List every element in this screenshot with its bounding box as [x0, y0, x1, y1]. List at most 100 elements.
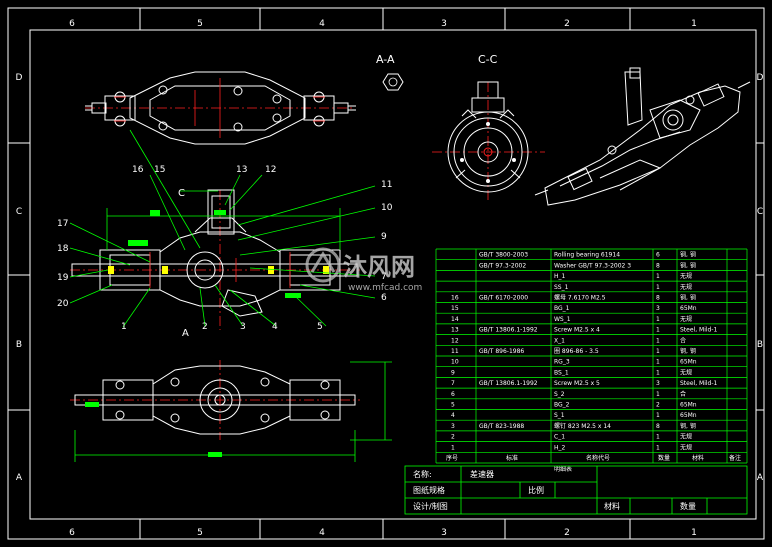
- bom-cell-std: GB/T 896-1986: [479, 348, 524, 355]
- bom-cell-mat: 65Mn: [680, 402, 697, 409]
- zone-labels-side: D C B A D C B A: [16, 73, 764, 483]
- zone-left-d: D: [16, 73, 23, 83]
- bom-cell-mat: 无规: [680, 433, 692, 441]
- bom-cell-qty: 8: [656, 423, 660, 430]
- zone-labels-bottom: 6 5 4 3 2 1: [69, 528, 697, 538]
- section-mark-c: C: [178, 188, 185, 199]
- zone-right-a: A: [757, 473, 764, 483]
- bom-cell-name: Washer GB/T 97.3-2002 3: [554, 262, 631, 269]
- watermark-url: www.mfcad.com: [348, 283, 422, 293]
- title-name-label: 名称:: [413, 469, 432, 479]
- bom-cell-name: X_1: [554, 337, 565, 344]
- leader-lines: [69, 129, 376, 328]
- bom-cell-qty: 3: [656, 380, 660, 387]
- bom-cell-no: 3: [451, 423, 455, 430]
- zone-left-b: B: [16, 340, 22, 350]
- bom-cell-no: 16: [451, 295, 459, 302]
- bom-cell-qty: 3: [656, 305, 660, 312]
- bom-cell-mat: 合: [680, 336, 686, 344]
- balloon-11: 11: [381, 180, 392, 190]
- bom-cell-mat: 无规: [680, 272, 692, 280]
- balloon-4: 4: [272, 322, 278, 332]
- bom-cell-no: 7: [451, 380, 455, 387]
- section-mark-a: A: [182, 328, 189, 339]
- zone-bottom-3: 4: [319, 528, 325, 538]
- title-design-label: 设计/制图: [413, 501, 448, 511]
- title-qty-label: 数量: [680, 501, 696, 511]
- isometric-view: [534, 67, 751, 206]
- watermark: 沐风网 www.mfcad.com: [305, 247, 422, 293]
- bom-cell-std: GB/T 13806.1-1992: [479, 327, 538, 334]
- zone-bottom-5: 2: [564, 528, 570, 538]
- balloon-10: 10: [381, 203, 393, 213]
- balloon-7: 7: [381, 272, 387, 282]
- bom-cell-mat: 65Mn: [680, 359, 697, 366]
- zone-left-c: C: [16, 207, 22, 217]
- balloon-16: 16: [132, 165, 144, 175]
- bom-cell-qty: 1: [656, 369, 660, 376]
- bom-cell-no: 1: [451, 444, 455, 451]
- balloons: 13 12 11 10 9 7 6 5 4 3 2 16 15 17 18 19…: [57, 165, 393, 332]
- bom-cell-name: Rolling bearing 61914: [554, 252, 620, 259]
- bom-cell-qty: 1: [656, 273, 660, 280]
- bom-cell-no: 14: [451, 316, 459, 323]
- bom-cell-name: BS_1: [554, 369, 569, 376]
- bom-cell-std: GB/T 97.3-2002: [479, 262, 526, 269]
- bom-cell-mat: 钢, 钢: [680, 347, 696, 355]
- bom-cell-qty: 1: [656, 348, 660, 355]
- balloon-2: 2: [202, 322, 208, 332]
- balloon-15: 15: [154, 165, 165, 175]
- bom-cell-name: Screw M2.5 x 5: [554, 380, 600, 387]
- bom-cell-qty: 1: [656, 284, 660, 291]
- zone-top-2: 5: [197, 19, 203, 29]
- watermark-title: 沐风网: [343, 253, 415, 281]
- zone-labels-top: 6 5 4 3 2 1: [69, 19, 697, 29]
- bom-cell-mat: 合: [680, 390, 686, 398]
- sheet-frame: [7, 7, 765, 540]
- bom-cell-qty: 1: [656, 337, 660, 344]
- bom-cell-no: 5: [451, 402, 455, 409]
- section-cc-view: C-C: [432, 53, 545, 200]
- bom-cell-qty: 1: [656, 359, 660, 366]
- bom-cell-qty: 1: [656, 412, 660, 419]
- bom-cell-mat: 65Mn: [680, 305, 697, 312]
- balloon-9: 9: [381, 232, 387, 242]
- bom-cell-mat: Steel, Mild-1: [680, 327, 718, 334]
- zone-right-c: C: [757, 207, 763, 217]
- bom-cell-mat: 钢, 钢: [680, 294, 696, 302]
- bom-header-std: 标准: [506, 454, 518, 462]
- bom-cell-name: RG_3: [554, 359, 570, 366]
- bom-cell-name: BG_2: [554, 402, 570, 409]
- bom-cell-name: WS_1: [554, 316, 571, 323]
- zone-right-d: D: [757, 73, 764, 83]
- bom-cell-no: 10: [451, 359, 459, 366]
- bom-cell-name: H_2: [554, 444, 566, 451]
- bom-cell-mat: Steel, Mild-1: [680, 380, 718, 387]
- section-aa-view: A-A: [376, 53, 404, 91]
- balloon-3: 3: [240, 322, 246, 332]
- bom-cell-qty: 1: [656, 434, 660, 441]
- balloon-5: 5: [317, 322, 323, 332]
- bom-header-note: 备注: [729, 454, 741, 462]
- bom-cell-qty: 2: [656, 402, 660, 409]
- bom-cell-mat: 钢, 钢: [680, 261, 696, 269]
- zone-bottom-4: 3: [441, 528, 447, 538]
- zone-top-1: 6: [69, 19, 75, 29]
- balloon-18: 18: [57, 244, 69, 254]
- bom-header-no: 序号: [446, 454, 458, 462]
- zone-top-3: 4: [319, 19, 325, 29]
- bom-cell-no: 15: [451, 305, 459, 312]
- balloon-19: 19: [57, 273, 69, 283]
- bom-cell-name: S_1: [554, 412, 565, 419]
- zone-right-b: B: [757, 340, 763, 350]
- balloon-1: 1: [121, 322, 127, 332]
- bom-cell-qty: 8: [656, 262, 660, 269]
- bom-cell-qty: 1: [656, 391, 660, 398]
- top-view: [85, 71, 356, 145]
- bom-cell-no: 9: [451, 369, 455, 376]
- bom-cell-mat: 钢, 钢: [680, 251, 696, 259]
- bom-cell-name: 螺母 7.6170 M2.5: [554, 294, 606, 302]
- title-spec-label: 图纸规格: [413, 485, 445, 495]
- bom-cell-qty: 8: [656, 295, 660, 302]
